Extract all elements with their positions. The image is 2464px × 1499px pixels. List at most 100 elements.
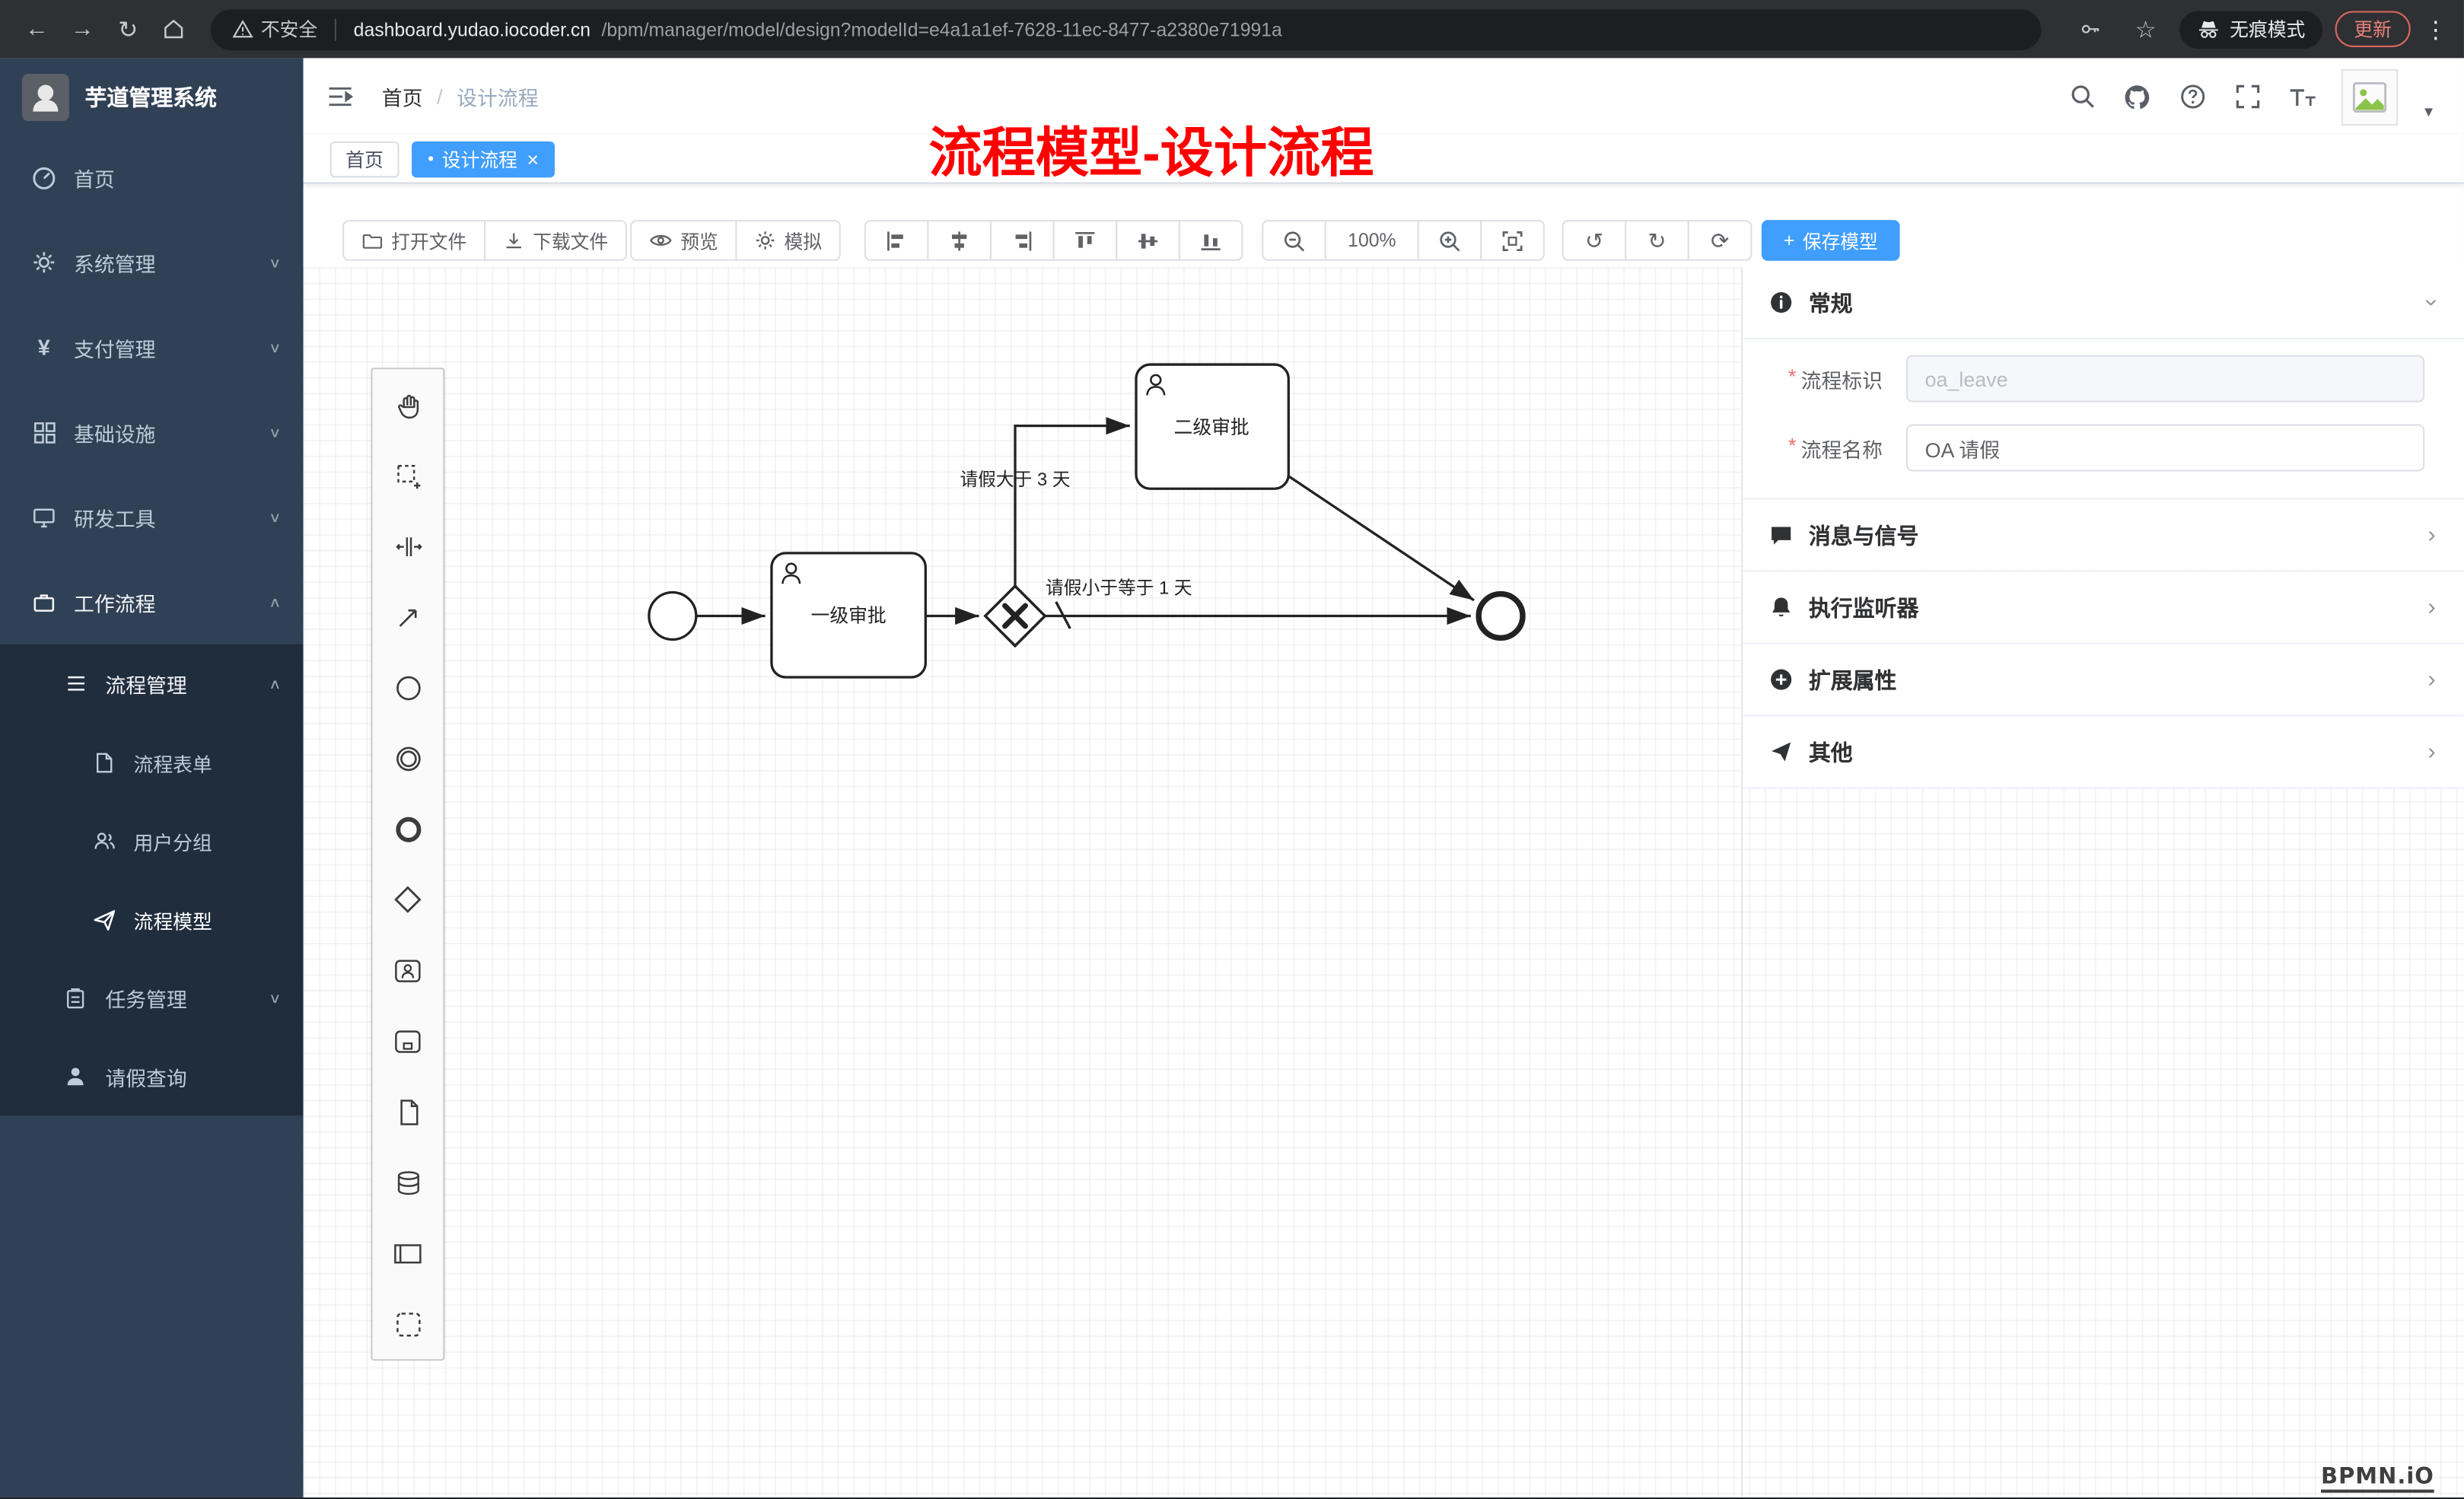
align-left-button[interactable] xyxy=(864,220,929,261)
sidebar-item-home[interactable]: 首页 xyxy=(0,135,304,221)
help-button[interactable] xyxy=(2176,81,2208,112)
sidebar-toggle-button[interactable] xyxy=(323,81,355,112)
update-button[interactable]: 更新 xyxy=(2335,11,2411,47)
sidebar-item-label: 系统管理 xyxy=(74,252,156,276)
space-tool[interactable] xyxy=(372,511,443,581)
process-name-input[interactable] xyxy=(1905,424,2425,472)
bpmn-diagram[interactable]: 一级审批 二级审批 请假大于 3 天 请假小于等于 1 天 xyxy=(304,267,2464,1497)
search-button[interactable] xyxy=(2067,81,2098,112)
process-key-row: *流程标识 xyxy=(1743,355,2425,403)
address-bar[interactable]: 不安全 dashboard.yudao.iocoder.cn/bpm/manag… xyxy=(210,8,2042,50)
section-message-signal[interactable]: 消息与信号 › xyxy=(1743,499,2464,572)
end-event[interactable] xyxy=(1476,590,1526,641)
hand-tool[interactable] xyxy=(372,369,443,440)
reload-button[interactable]: ↻ xyxy=(107,8,149,50)
breadcrumb-current: 设计流程 xyxy=(457,86,539,110)
create-data-store[interactable] xyxy=(372,1147,443,1217)
lasso-tool[interactable] xyxy=(372,440,443,511)
create-start-event[interactable] xyxy=(372,652,443,723)
sidebar-item-process-model[interactable]: 流程模型 xyxy=(0,880,304,958)
app-logo-row[interactable]: 芋道管理系统 xyxy=(0,58,304,135)
bookmark-star-button[interactable]: ☆ xyxy=(2125,8,2167,50)
data-store-icon xyxy=(396,1170,419,1195)
redo-button[interactable]: ↻ xyxy=(1625,220,1690,261)
user-avatar[interactable] xyxy=(2341,68,2399,126)
download-file-button[interactable]: 下载文件 xyxy=(484,220,627,261)
bpmn-canvas[interactable]: 一级审批 二级审批 请假大于 3 天 请假小于等于 1 天 xyxy=(303,267,2464,1497)
align-right-button[interactable] xyxy=(990,220,1055,261)
create-intermediate-event[interactable] xyxy=(372,723,443,794)
section-title: 执行监听器 xyxy=(1808,594,1919,620)
sidebar-item-workflow[interactable]: 工作流程 ∧ xyxy=(0,559,304,644)
global-connect-tool[interactable] xyxy=(372,581,443,652)
preview-button[interactable]: 预览 xyxy=(630,220,737,261)
sidebar-item-payment[interactable]: ¥ 支付管理 ∨ xyxy=(0,305,304,390)
sidebar-item-leave-query[interactable]: 请假查询 xyxy=(0,1037,304,1115)
zoom-level[interactable]: 100% xyxy=(1324,220,1419,261)
forward-icon: → xyxy=(70,15,94,43)
align-horizontal-center-button[interactable] xyxy=(927,220,992,261)
list-icon xyxy=(63,671,88,696)
task-second-approval[interactable] xyxy=(1135,363,1290,490)
sidebar-item-task-mgmt[interactable]: 任务管理 ∨ xyxy=(0,959,304,1037)
password-key-button[interactable] xyxy=(2070,8,2112,50)
sidebar-item-process-form[interactable]: 流程表单 xyxy=(0,723,304,801)
section-other[interactable]: 其他 › xyxy=(1743,716,2464,789)
sidebar-item-label: 用户分组 xyxy=(133,832,212,855)
create-participant[interactable] xyxy=(372,1217,443,1288)
forward-button[interactable]: → xyxy=(62,8,104,50)
tab-design-process[interactable]: ● 设计流程 × xyxy=(412,140,555,177)
section-extended-attrs[interactable]: 扩展属性 › xyxy=(1743,644,2464,717)
sidebar-item-system[interactable]: 系统管理 ∨ xyxy=(0,220,304,305)
github-button[interactable] xyxy=(2122,81,2153,112)
process-key-input[interactable] xyxy=(1905,355,2425,403)
restart-button[interactable]: ⟳ xyxy=(1687,220,1752,261)
undo-button[interactable]: ↺ xyxy=(1561,220,1627,261)
section-general[interactable]: 常规 › xyxy=(1743,267,2464,340)
zoom-out-button[interactable] xyxy=(1262,220,1326,261)
active-dot-icon: ● xyxy=(427,153,435,164)
preview-button-group: 预览 模拟 xyxy=(630,220,841,261)
zoom-reset-button[interactable] xyxy=(1480,220,1546,261)
sidebar-item-label: 请假查询 xyxy=(105,1066,187,1090)
workflow-submenu: 流程管理 ∧ 流程表单 用户分组 流程模型 任务管理 xyxy=(0,644,304,1116)
align-vertical-center-button[interactable] xyxy=(1116,220,1180,261)
zoom-in-icon xyxy=(1440,231,1460,251)
sidebar-item-process-mgmt[interactable]: 流程管理 ∧ xyxy=(0,644,304,723)
align-top-button[interactable] xyxy=(1052,220,1118,261)
fullscreen-button[interactable] xyxy=(2231,81,2262,112)
sidebar-item-user-group[interactable]: 用户分组 xyxy=(0,801,304,880)
save-model-button[interactable]: + 保存模型 xyxy=(1761,220,1900,261)
close-icon[interactable]: × xyxy=(527,147,540,171)
sidebar-item-devtools[interactable]: 研发工具 ∨ xyxy=(0,475,304,560)
open-file-button[interactable]: 打开文件 xyxy=(342,220,486,261)
zoom-out-icon xyxy=(1285,231,1305,251)
breadcrumb-home[interactable]: 首页 xyxy=(381,86,423,110)
zoom-in-button[interactable] xyxy=(1417,220,1482,261)
create-end-event[interactable] xyxy=(372,794,443,864)
align-bottom-button[interactable] xyxy=(1178,220,1243,261)
avatar-image-icon xyxy=(2353,81,2387,113)
intermediate-event-icon xyxy=(396,746,420,771)
simulate-button[interactable]: 模拟 xyxy=(735,220,841,261)
create-group[interactable] xyxy=(372,1288,443,1359)
create-user-task[interactable] xyxy=(372,935,443,1006)
avatar-caret-icon[interactable]: ▼ xyxy=(2421,103,2436,119)
font-size-button[interactable] xyxy=(2287,81,2318,112)
task-first-approval[interactable] xyxy=(770,552,927,679)
flow-task2-to-end xyxy=(1288,475,1475,602)
tab-home[interactable]: 首页 xyxy=(329,140,400,177)
security-chip[interactable]: 不安全 xyxy=(232,16,317,43)
create-call-activity[interactable] xyxy=(372,1006,443,1077)
start-event[interactable] xyxy=(648,590,698,641)
bpmn-io-watermark[interactable]: BPMN.iO xyxy=(2321,1465,2434,1493)
user-task-icon xyxy=(782,562,801,584)
sidebar-item-infra[interactable]: 基础设施 ∨ xyxy=(0,390,304,475)
home-button[interactable] xyxy=(152,8,195,50)
create-data-object[interactable] xyxy=(372,1077,443,1147)
process-name-row: *流程名称 xyxy=(1743,424,2425,472)
back-button[interactable]: ← xyxy=(16,8,59,50)
browser-menu-button[interactable]: ⋮ xyxy=(2423,15,2448,43)
section-execution-listener[interactable]: 执行监听器 › xyxy=(1743,571,2464,644)
create-gateway[interactable] xyxy=(372,864,443,935)
